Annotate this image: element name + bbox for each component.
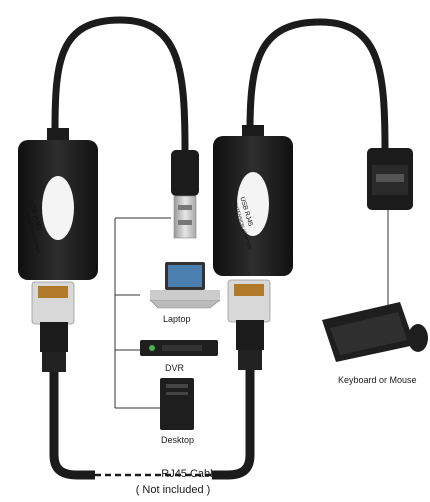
- desktop-label: Desktop: [161, 435, 195, 445]
- right-usb-female-connector: [367, 148, 413, 210]
- keyboard-mouse-label: Keyboard or Mouse: [338, 375, 417, 385]
- laptop-label: Laptop: [163, 314, 191, 324]
- laptop-icon: [149, 262, 221, 309]
- right-dongle: [213, 125, 293, 276]
- rj45-cable-label: RJ45 Cable: [161, 468, 219, 480]
- left-rj45-plug: [31, 281, 95, 480]
- right-rj45-plug: [212, 279, 271, 480]
- not-included-label: ( Not included ): [135, 484, 211, 496]
- dvr-icon: [140, 340, 218, 356]
- left-usb-connector: [171, 150, 199, 239]
- left-dongle: [18, 128, 98, 280]
- right-usb-cable: [246, 18, 389, 151]
- dvr-label: DVR: [165, 363, 185, 373]
- connection-leader-lines: [114, 210, 389, 409]
- keyboard-icon: [322, 302, 428, 362]
- left-usb-cable: [51, 16, 189, 151]
- desktop-icon: [160, 378, 194, 430]
